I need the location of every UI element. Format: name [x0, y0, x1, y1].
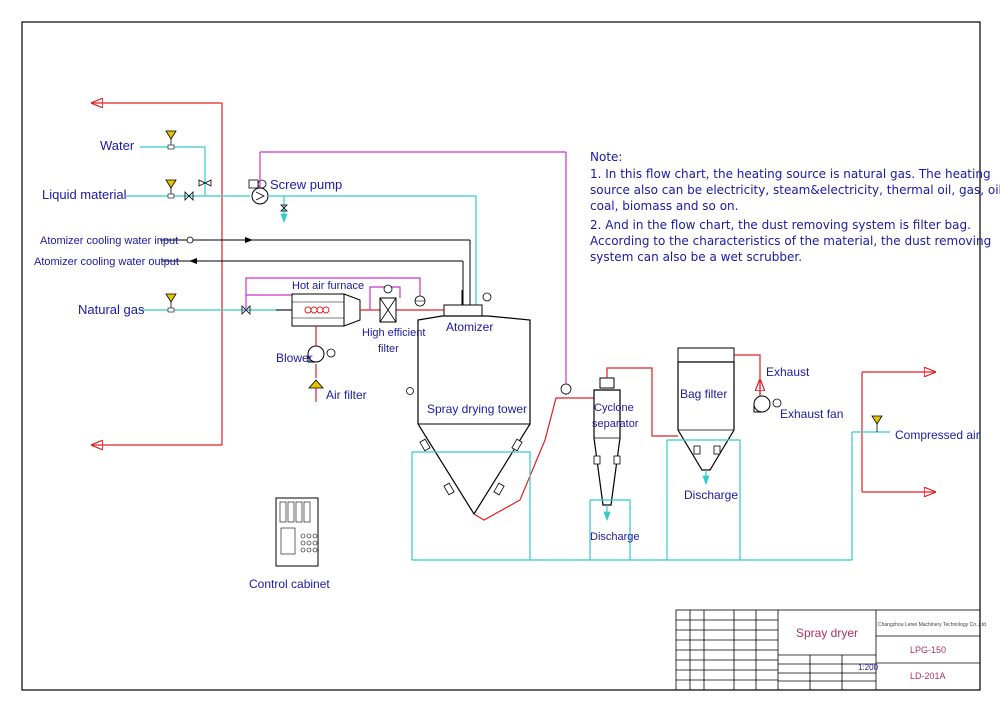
label-exhaust-fan: Exhaust fan: [780, 407, 843, 421]
label-atomizer: Atomizer: [446, 320, 493, 334]
label-spray-drying-tower: Spray drying tower: [427, 402, 527, 416]
label-screw-pump: Screw pump: [270, 177, 342, 192]
water-line: [140, 130, 212, 196]
note-line-6: system can also be a wet scrubber.: [590, 250, 802, 264]
spray-drying-tower-icon: [406, 290, 531, 516]
title-block: [675, 609, 981, 691]
title-block-model: LPG-150: [910, 645, 946, 655]
label-bag-filter: Bag filter: [680, 387, 727, 401]
note-line-2: source also can be electricity, steam&el…: [590, 183, 1000, 197]
label-air-filter: Air filter: [326, 388, 367, 402]
label-natural-gas: Natural gas: [78, 302, 145, 317]
left-air-lines: [92, 103, 223, 445]
label-control-cabinet: Control cabinet: [249, 577, 330, 591]
drawing-frame: [21, 21, 981, 691]
label-liquid-material: Liquid material: [42, 187, 127, 202]
label-separator: separator: [592, 418, 639, 430]
natural-gas-line: [140, 293, 292, 315]
label-discharge-bag: Discharge: [684, 488, 738, 502]
title-block-drawing-no: LD-201A: [910, 671, 946, 681]
label-compressed-air: Compressed air: [895, 428, 980, 442]
label-cyclone: Cyclone: [594, 402, 634, 414]
product-duct-to-cyclone: [473, 397, 566, 521]
label-exhaust: Exhaust: [766, 365, 810, 379]
material-magenta-line: [259, 151, 567, 395]
liquid-valve-icon: [165, 179, 177, 189]
hot-air-furnace-icon: [245, 277, 421, 327]
air-filter-icon: [308, 379, 324, 402]
blower-icon: [307, 326, 336, 378]
inlet-gauge-icon: [560, 383, 572, 395]
cyclone-separator-icon: [593, 367, 678, 522]
compressed-air-lines: [852, 372, 935, 492]
bottom-water-piping: [411, 432, 853, 561]
label-atomizer-cooling-output: Atomizer cooling water output: [34, 256, 179, 268]
title-block-title: Spray dryer: [796, 626, 858, 640]
note-line-1: 1. In this flow chart, the heating sourc…: [590, 167, 991, 181]
liquid-material-line: [126, 179, 250, 201]
title-block-scale: 1:200: [858, 663, 879, 672]
label-discharge-cyclone: Discharge: [590, 531, 640, 543]
label-blower: Blower: [276, 351, 313, 365]
label-high-efficient: High efficient: [362, 327, 425, 339]
cooling-water-lines: [160, 236, 471, 305]
note-title: Note:: [590, 150, 622, 164]
note-block: Note: 1. In this flow chart, the heating…: [590, 150, 1000, 264]
hot-air-duct: [360, 286, 445, 311]
water-check-valve-icon: [198, 179, 212, 187]
label-hot-air-furnace: Hot air furnace: [292, 280, 364, 292]
gas-valve-icon: [165, 293, 177, 303]
compressed-air-valve-icon: [871, 415, 883, 425]
label-water: Water: [100, 138, 135, 153]
note-line-3: coal, biomass and so on.: [590, 199, 738, 213]
exhaust-fan-icon: [753, 380, 782, 413]
label-filter: filter: [378, 343, 399, 355]
note-line-4: 2. And in the flow chart, the dust remov…: [590, 218, 971, 232]
bag-filter-icon: [670, 347, 761, 486]
title-block-company: Changzhou Lenei Machinery Technology Co.…: [878, 622, 986, 628]
control-cabinet-icon: [275, 497, 319, 567]
high-efficient-filter-icon: [379, 284, 426, 323]
note-line-5: According to the characteristics of the …: [590, 234, 991, 248]
water-valve-icon: [165, 130, 177, 140]
label-atomizer-cooling-input: Atomizer cooling water input: [40, 235, 178, 247]
